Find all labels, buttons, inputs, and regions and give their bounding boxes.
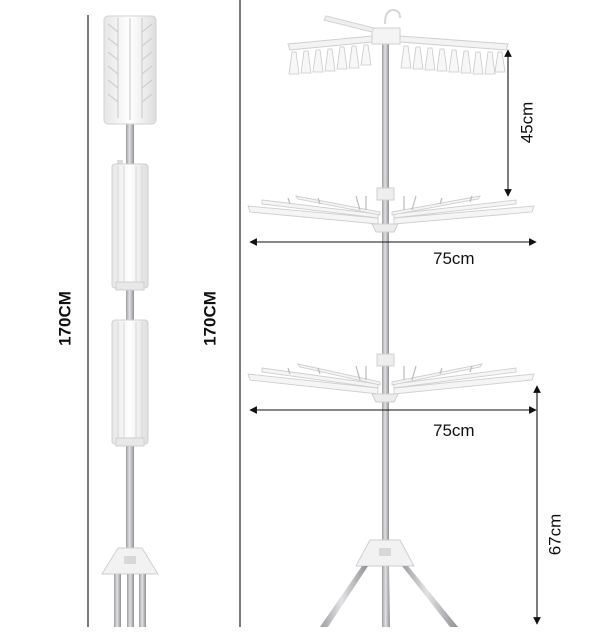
dimension-lines (249, 49, 541, 625)
open-height-label: 170CM (200, 291, 220, 346)
open-base (320, 539, 458, 627)
upper-width-label: 75cm (433, 249, 475, 268)
lower-tier (247, 353, 535, 403)
open-pole (382, 36, 389, 546)
folded-height-label: 170CM (55, 291, 75, 346)
base-height-label: 67cm (545, 513, 565, 556)
top-gap-label: 45cm (517, 101, 537, 144)
folded-base-hub (101, 547, 159, 575)
open-rack (247, 8, 535, 627)
folded-arms-lower (111, 319, 149, 447)
top-clip-rack (287, 15, 509, 75)
folded-clip-head (103, 15, 157, 125)
lower-width-label: 75cm (433, 421, 475, 440)
folded-arms-upper (111, 160, 149, 291)
upper-tier (247, 187, 535, 233)
hook (384, 8, 401, 25)
folded-rack (87, 15, 159, 627)
folded-legs (114, 574, 146, 627)
